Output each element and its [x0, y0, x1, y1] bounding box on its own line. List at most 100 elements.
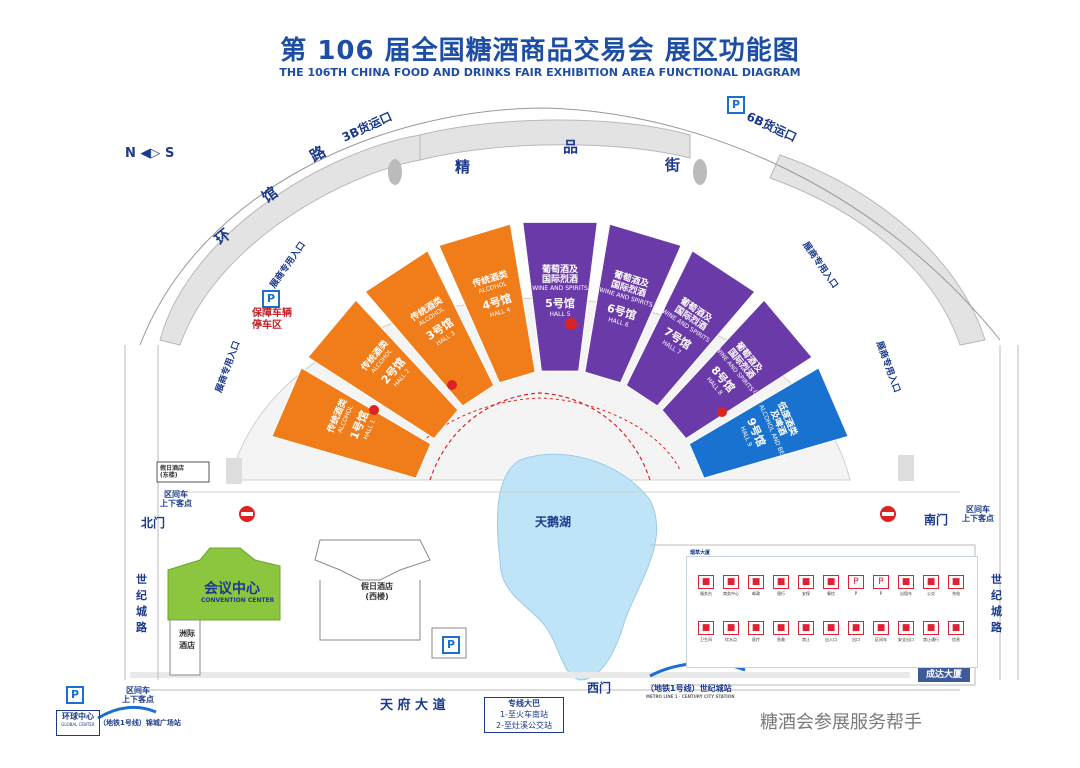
hall-category-en: WINE AND SPIRITS	[532, 285, 588, 292]
hall-6	[584, 223, 682, 384]
legend-symbol-icon: ■	[773, 621, 789, 635]
legend-text: 出口	[852, 637, 860, 642]
road-jingpin-2: 品	[563, 138, 579, 156]
legend-item: ■安全出口	[895, 621, 917, 661]
legend-text: 充电	[952, 591, 960, 596]
legend-symbol-icon: ■	[923, 621, 939, 635]
legend-symbol-icon: ■	[723, 575, 739, 589]
legend-text: 禁止	[802, 637, 810, 642]
global-center: 环球中心 GLOBAL CENTER	[56, 710, 100, 736]
legend-text: 商务中心	[723, 591, 739, 596]
hall-2	[307, 299, 459, 440]
parking-p-top-icon: P	[727, 96, 745, 114]
hall-7	[625, 250, 756, 407]
legend-item: ■ 医疗	[745, 621, 767, 661]
road-jingpin-3: 街	[665, 156, 681, 174]
legend-item: ■安保	[795, 575, 817, 615]
tianehu-lake	[496, 453, 658, 681]
legend-item: ■ 邮政	[745, 575, 767, 615]
parking-lot-icon: P	[442, 636, 460, 654]
hall-5	[522, 221, 598, 372]
holiday-west	[314, 539, 431, 581]
lake-label: 天鹅湖	[535, 515, 572, 529]
legend-symbol-icon: ■	[698, 621, 714, 635]
hall-8	[661, 299, 813, 440]
convention-en: CONVENTION CENTER	[201, 597, 275, 604]
legend-symbol-icon: ■	[923, 575, 939, 589]
legend-text: 服务台	[700, 591, 712, 596]
road-tianfu: 天 府 大 道	[380, 698, 446, 713]
holiday-east: 假日酒店 (东楼)	[160, 465, 185, 479]
legend-item: ■ 卫生间	[695, 621, 717, 661]
metro-right-en: METRO LINE 1 · CENTURY CITY STATION	[646, 694, 735, 699]
legend-text: 邮政	[752, 591, 760, 596]
legend-symbol-icon: ■	[898, 621, 914, 635]
compass-north: N	[125, 146, 136, 161]
hall-number-en: HALL 5	[549, 311, 571, 318]
legend-text: 饮水点	[725, 637, 737, 642]
legend-text: 出租车	[900, 591, 912, 596]
legend-text: P	[879, 591, 883, 596]
south-gate: 南门	[924, 513, 949, 527]
legend-item: ■ 出口	[845, 621, 867, 661]
north-gate: 北门	[141, 516, 166, 530]
hall-category-cn: 葡萄酒及 国际烈酒	[541, 265, 578, 285]
dropoff-north: 区间车 上下客点	[160, 490, 192, 508]
jingpin-road	[419, 119, 691, 161]
legend-item: ■ 商务中心	[720, 575, 742, 615]
convention-center	[167, 547, 281, 621]
legend-text: 区间车	[875, 637, 887, 642]
yanju-building: 烟草大厦	[690, 550, 711, 556]
legend-text: 卫生间	[700, 637, 712, 642]
parking-p-icon: P	[262, 290, 280, 308]
legend-item: ■服务台	[695, 575, 717, 615]
legend-item: ■ 禁止通行	[920, 621, 942, 661]
road-jingpin-1: 精	[455, 158, 471, 176]
legend-symbol-icon: ■	[898, 575, 914, 589]
legend-symbol-icon: ■	[748, 575, 764, 589]
legend-item: ■公交	[920, 575, 942, 615]
legend-item: ■信息	[945, 621, 967, 661]
jingpin-road-east	[769, 154, 986, 346]
legend-symbol-icon: ■	[798, 575, 814, 589]
legend-symbol-icon: ■	[823, 621, 839, 635]
legend-symbol-icon: P	[873, 575, 889, 589]
legend-symbol-icon: ■	[798, 621, 814, 635]
metro-left: （地铁1号线）锦城广场站	[99, 719, 181, 727]
metro-right: （地铁1号线）世纪城站	[646, 684, 732, 693]
legend-item: ■ 禁止	[795, 621, 817, 661]
dropoff-global: 区间车 上下客点	[122, 686, 154, 704]
support-parking: 保障车辆 停车区	[252, 308, 292, 331]
convention-cn: 会议中心	[204, 581, 260, 597]
dropoff-south: 区间车 上下客点	[962, 505, 994, 523]
legend-item: ■充电	[945, 575, 967, 615]
zhouji-hotel: 洲际 酒店	[179, 629, 195, 650]
legend-item: ■银行	[770, 575, 792, 615]
legend-text: 银行	[777, 591, 785, 596]
legend-item: ■ 饮水点	[720, 621, 742, 661]
legend-item: ■ 出入口	[820, 621, 842, 661]
chengda-building: 成达大厦	[918, 668, 970, 682]
legend-text: 出入口	[825, 637, 837, 642]
legend-text: 禁止通行	[923, 637, 939, 642]
parking-global-icon: P	[66, 686, 84, 704]
road-shiji-right: 世纪城路	[991, 573, 1002, 634]
hall-1	[271, 367, 432, 479]
hall-number-cn: 5号馆	[545, 297, 575, 310]
legend-symbol-icon: ■	[723, 621, 739, 635]
legend-symbol-icon: ■	[848, 621, 864, 635]
west-gate: 西门	[587, 681, 612, 695]
compass: N ◀▷ S	[125, 146, 174, 161]
watermark: 糖酒会参展服务帮手	[760, 712, 922, 733]
legend-symbol-icon: ■	[823, 575, 839, 589]
legend-text: 医疗	[752, 637, 760, 642]
page-subtitle: THE 106TH CHINA FOOD AND DRINKS FAIR EXH…	[279, 66, 801, 79]
legend-symbol-icon: P	[848, 575, 864, 589]
road-shiji-left: 世纪城路	[136, 573, 147, 634]
legend-symbol-icon: ■	[873, 621, 889, 635]
legend-symbol-icon: ■	[748, 621, 764, 635]
holiday-west: 假日酒店 (西楼)	[361, 582, 393, 601]
